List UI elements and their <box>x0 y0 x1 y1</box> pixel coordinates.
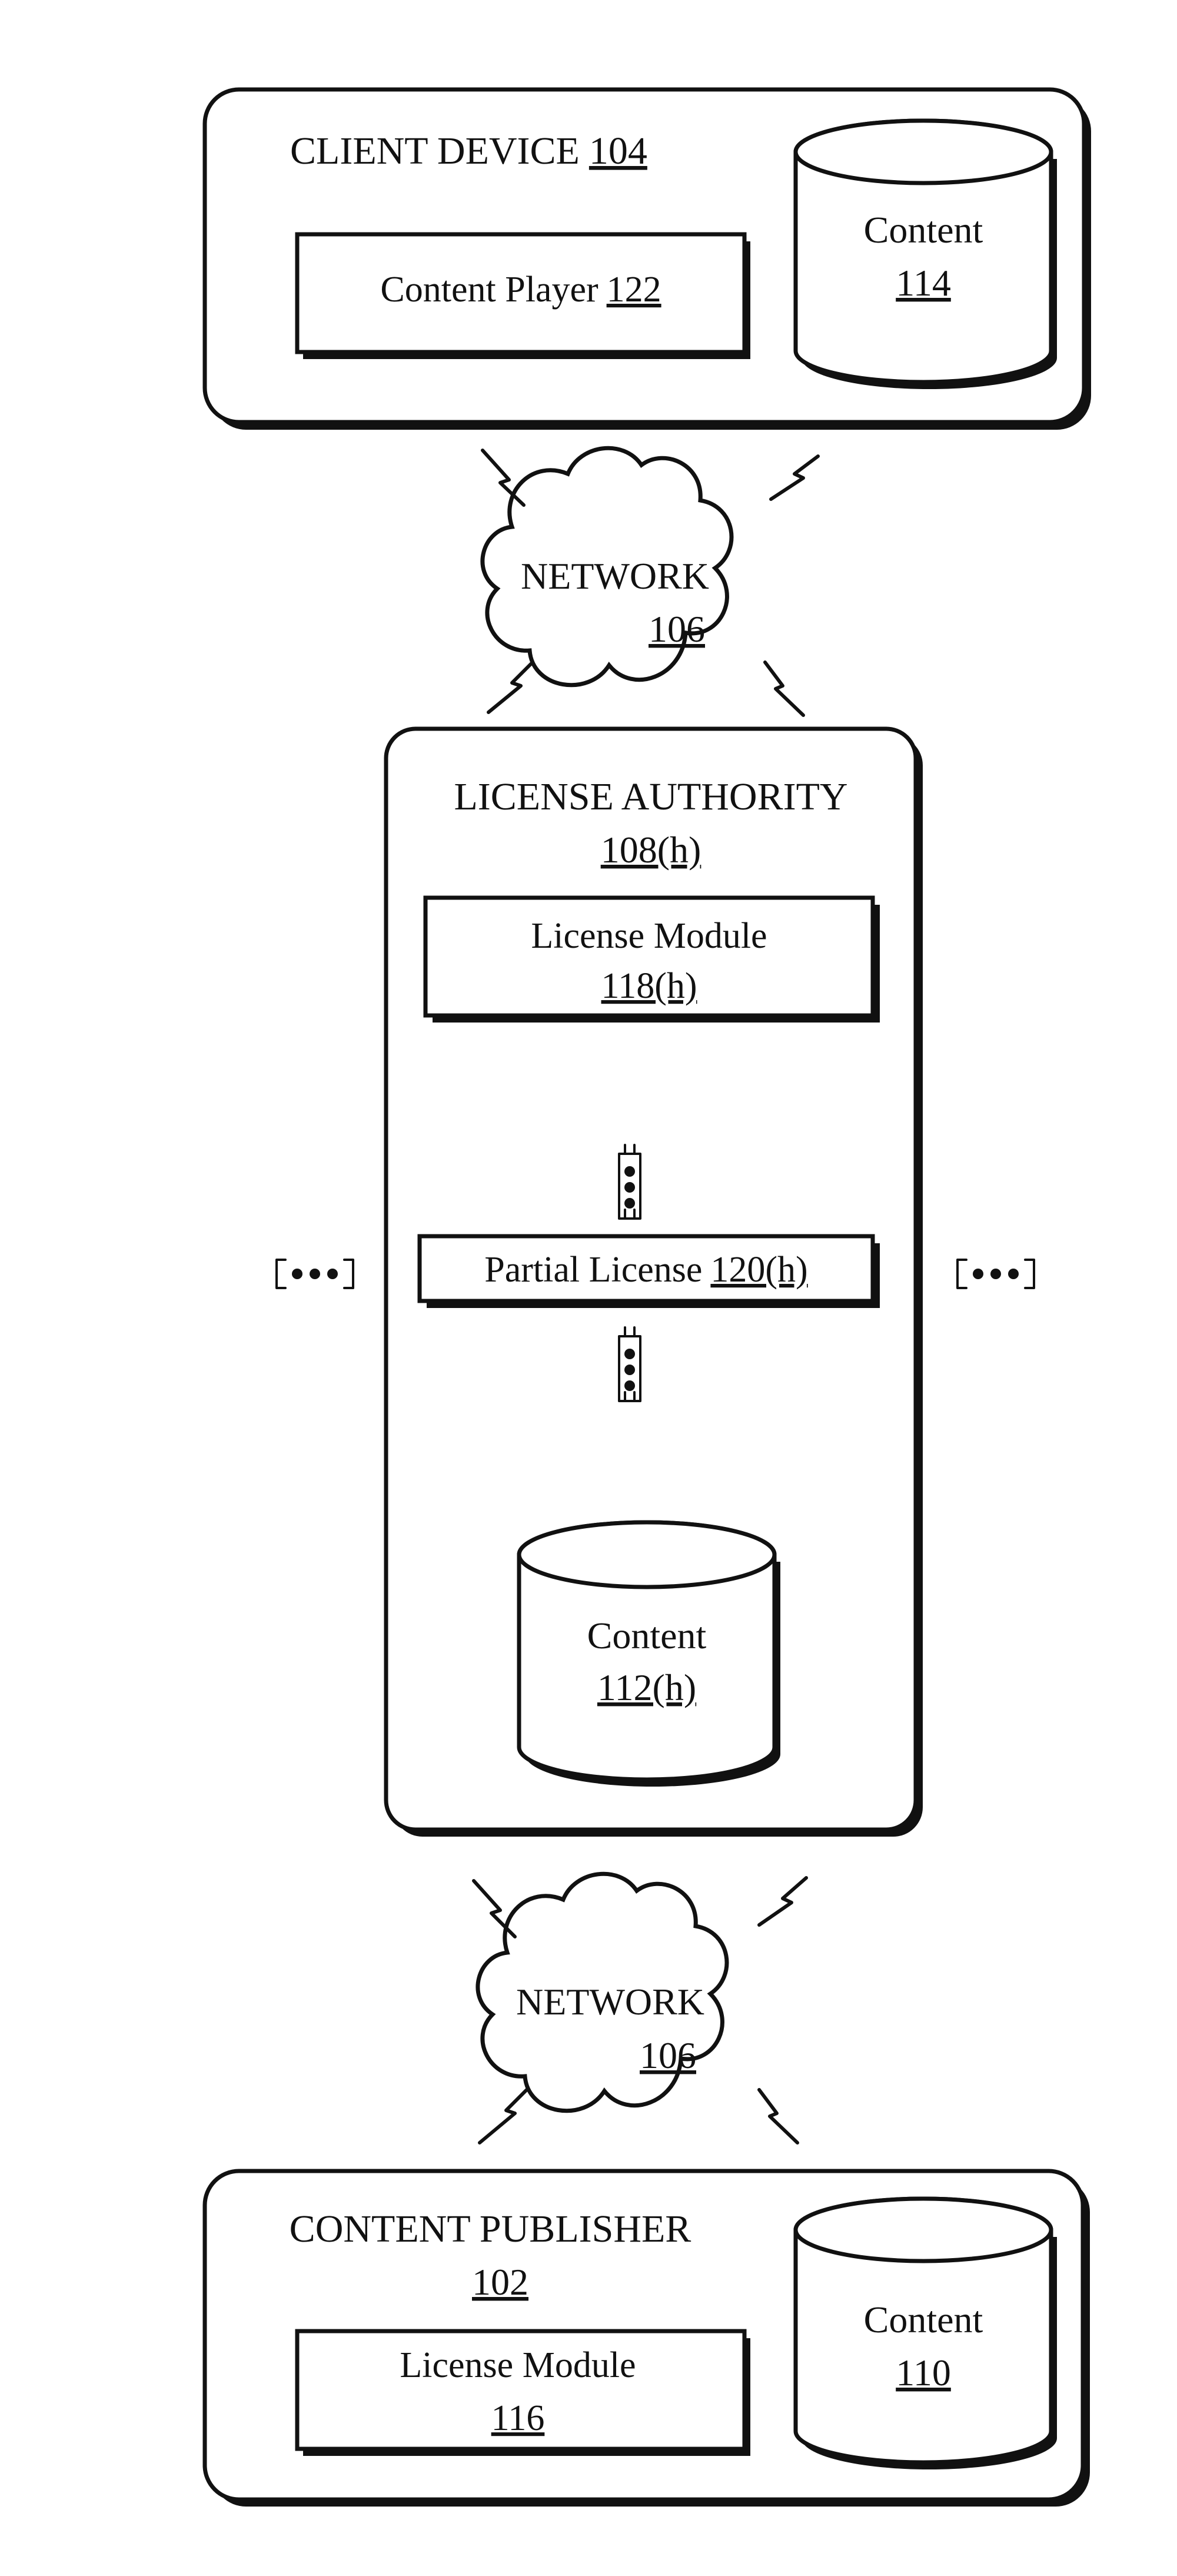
network-top-ref: 106 <box>649 608 705 650</box>
lightning-bolt-icon <box>763 660 805 717</box>
license-authority-title: LICENSE AUTHORITY <box>454 775 847 818</box>
client-device-ref: 104 <box>589 130 647 172</box>
vertical-ellipsis-icon <box>618 1326 641 1402</box>
network-top-label: NETWORK <box>521 555 709 597</box>
network-bottom-ref: 106 <box>640 2034 696 2076</box>
license-authority-ref: 108(h) <box>601 829 701 871</box>
publisher-content-cylinder <box>793 2196 1057 2469</box>
lightning-bolt-icon <box>487 660 534 714</box>
authority-content-ref: 112(h) <box>597 1667 696 1708</box>
content-player-ref: 122 <box>607 270 661 310</box>
lightning-bolt-icon <box>472 1879 517 1938</box>
client-content-label: Content <box>864 209 983 251</box>
vertical-ellipsis-icon <box>618 1144 641 1220</box>
partial-license-ref: 120(h) <box>710 1250 807 1290</box>
authority-content-cylinder <box>517 1520 780 1787</box>
partial-license-box <box>417 1234 880 1308</box>
horizontal-ellipsis-icon <box>956 1259 1035 1289</box>
lightning-bolt-icon <box>481 449 526 507</box>
client-content-cylinder <box>793 118 1057 389</box>
network-bottom-label: NETWORK <box>516 1981 704 2023</box>
lightning-bolt-icon <box>769 454 820 501</box>
publisher-content-ref: 110 <box>896 2352 951 2394</box>
publisher-license-module-ref: 116 <box>491 2398 545 2438</box>
client-content-ref: 114 <box>896 262 951 304</box>
authority-content-label: Content <box>587 1615 707 1657</box>
network-bottom-cloud <box>476 1871 729 2113</box>
lightning-bolt-icon <box>757 1876 808 1927</box>
lightning-bolt-icon <box>757 2088 799 2145</box>
lightning-bolt-icon <box>478 2088 528 2145</box>
license-module-box <box>423 895 880 1023</box>
publisher-license-module-box <box>295 2329 750 2456</box>
horizontal-ellipsis-icon <box>275 1259 354 1289</box>
publisher-license-module-label: License Module <box>400 2345 636 2385</box>
content-publisher-ref: 102 <box>472 2261 528 2303</box>
license-module-ref: 118(h) <box>601 966 697 1006</box>
content-publisher-title: CONTENT PUBLISHER <box>290 2207 691 2250</box>
license-module-label: License Module <box>531 916 767 956</box>
content-player-box <box>295 232 750 359</box>
publisher-content-label: Content <box>864 2299 983 2341</box>
network-top-cloud <box>480 446 734 688</box>
